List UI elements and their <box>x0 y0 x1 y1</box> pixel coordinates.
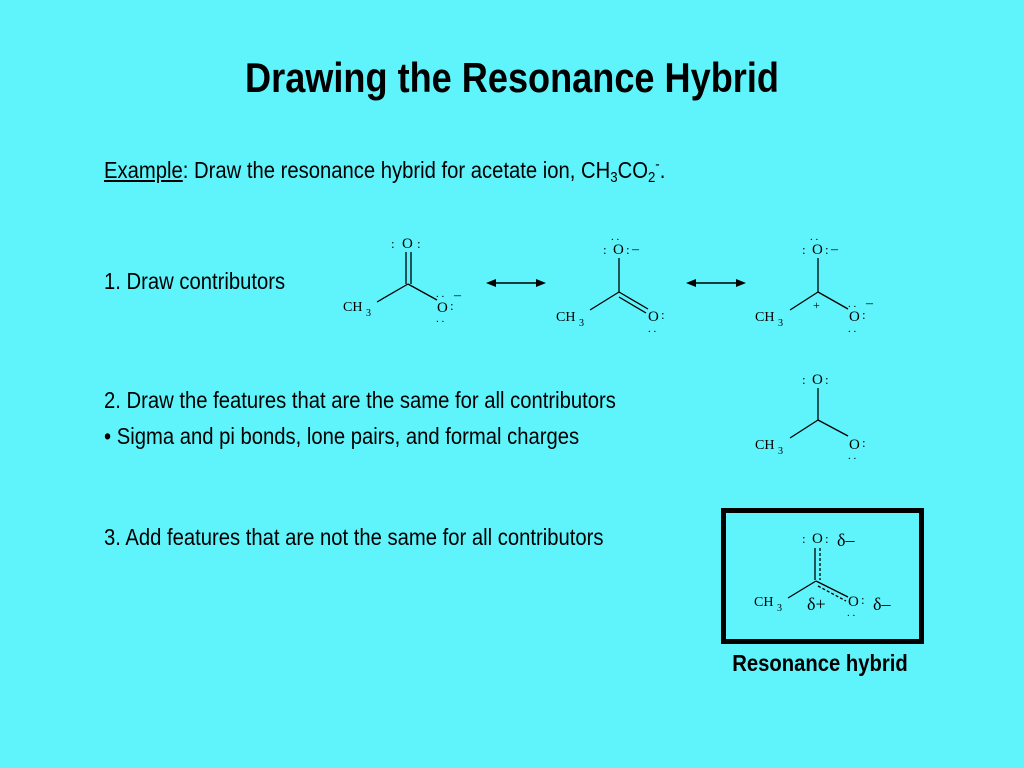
bond-single-o <box>817 291 849 310</box>
lone-pair-top: . . <box>611 231 620 243</box>
atom-o-top: O <box>402 236 413 252</box>
atom-o-right: O <box>849 437 860 453</box>
example-sub-3: 3 <box>610 169 618 186</box>
bullet-text: Sigma and pi bonds, lone pairs, and form… <box>116 423 580 449</box>
lone-pair-right: : <box>417 236 421 251</box>
atom-o-double: O <box>648 309 659 325</box>
example-period: . <box>659 157 666 183</box>
bond-methyl <box>376 283 409 303</box>
bond-right <box>817 419 849 437</box>
resonance-hybrid-structure: : O : δ– CH 3 δ+ O : . . δ– <box>754 530 891 619</box>
contributor-3-structure: . . : O : – + CH 3 . . O : . . – <box>755 231 874 335</box>
atom-ch-sub: 3 <box>778 318 783 329</box>
lone-pair-top: . . <box>810 231 819 243</box>
charge-minus-right: – <box>865 296 874 311</box>
atom-ch: CH <box>755 310 774 325</box>
step-3: 3. Add features that are not the same fo… <box>104 524 604 550</box>
lone-pair-bottom: . . <box>847 607 856 619</box>
resonance-arrow-1 <box>486 279 546 287</box>
lone-pair-right: : <box>825 242 829 257</box>
lone-pair-side: : <box>661 307 665 322</box>
delta-minus-right: δ– <box>873 594 891 614</box>
lone-pair-top: . . <box>436 288 445 300</box>
bond-methyl <box>787 580 817 599</box>
bond-methyl <box>789 291 819 311</box>
lone-pair-bottom: . . <box>648 323 657 335</box>
atom-o-right: O <box>848 594 859 610</box>
atom-ch-sub: 3 <box>579 318 584 329</box>
bond-methyl <box>789 419 819 439</box>
lone-pair-left: : <box>802 372 806 387</box>
step-2: 2. Draw the features that are the same f… <box>104 387 616 413</box>
lone-pair-left: : <box>802 531 806 546</box>
resonance-hybrid-box <box>721 508 924 644</box>
lone-pair-upper: . . <box>848 298 857 310</box>
charge-plus: + <box>813 298 820 312</box>
common-features-structure: : O : CH 3 O : . . <box>755 372 866 462</box>
bond-right-solid <box>815 580 849 598</box>
atom-o-top: O <box>812 242 823 258</box>
bullet-mark: • <box>104 423 112 449</box>
lone-pair-left: : <box>603 242 607 257</box>
example-text: : Draw the resonance hybrid for acetate … <box>182 157 611 183</box>
delta-plus: δ+ <box>807 594 826 614</box>
charge-minus: – <box>631 242 640 257</box>
lone-pair-side: : <box>862 307 866 322</box>
slide-title: Drawing the Resonance Hybrid <box>245 54 779 101</box>
atom-ch: CH <box>754 595 773 610</box>
atom-o-single: O <box>437 300 448 316</box>
atom-ch-sub: 3 <box>777 603 782 614</box>
lone-pair-right: : <box>825 372 829 387</box>
atom-o-top: O <box>812 372 823 388</box>
lone-pair-side: : <box>861 592 865 607</box>
charge-minus-top: – <box>830 242 839 257</box>
atom-ch-sub: 3 <box>366 308 371 319</box>
lone-pair-right: : <box>626 242 630 257</box>
resonance-arrow-2 <box>686 279 746 287</box>
bond-right-partial <box>817 585 847 602</box>
lone-pair-bottom: . . <box>848 450 857 462</box>
atom-o-top: O <box>812 531 823 547</box>
lone-pair-left: : <box>391 236 395 251</box>
bond-single-o <box>407 283 438 301</box>
example-sup-charge: - <box>655 156 660 173</box>
atom-o-single: O <box>613 242 624 258</box>
resonance-hybrid-caption: Resonance hybrid <box>732 650 908 676</box>
example-sub-2: 2 <box>647 169 656 186</box>
lone-pair-side: : <box>862 435 866 450</box>
bond-methyl <box>589 291 620 311</box>
contributor-2-structure: . . : O : – CH 3 O : . . <box>556 231 665 335</box>
atom-ch: CH <box>556 310 575 325</box>
atom-ch: CH <box>343 300 362 315</box>
contributor-1-structure: : O : CH 3 . . O : . . – <box>343 236 462 325</box>
lone-pair-left: : <box>802 242 806 257</box>
delta-minus-top: δ– <box>837 530 855 550</box>
charge-minus: – <box>453 288 462 303</box>
step-1: 1. Draw contributors <box>104 268 286 294</box>
example-co: CO <box>617 157 648 183</box>
example-label: Example <box>104 157 183 183</box>
atom-ch: CH <box>755 438 774 453</box>
bullet-item: • Sigma and pi bonds, lone pairs, and fo… <box>104 423 579 450</box>
double-bond-b <box>618 296 647 314</box>
atom-o-single: O <box>849 309 860 325</box>
double-bond-a <box>618 291 649 310</box>
lone-pair-right: : <box>825 531 829 546</box>
atom-ch-sub: 3 <box>778 446 783 457</box>
lone-pair-side: : <box>450 298 454 313</box>
lone-pair-bottom: . . <box>436 313 445 325</box>
lone-pair-bottom: . . <box>848 323 857 335</box>
example-line: Example: Draw the resonance hybrid for a… <box>104 156 665 186</box>
